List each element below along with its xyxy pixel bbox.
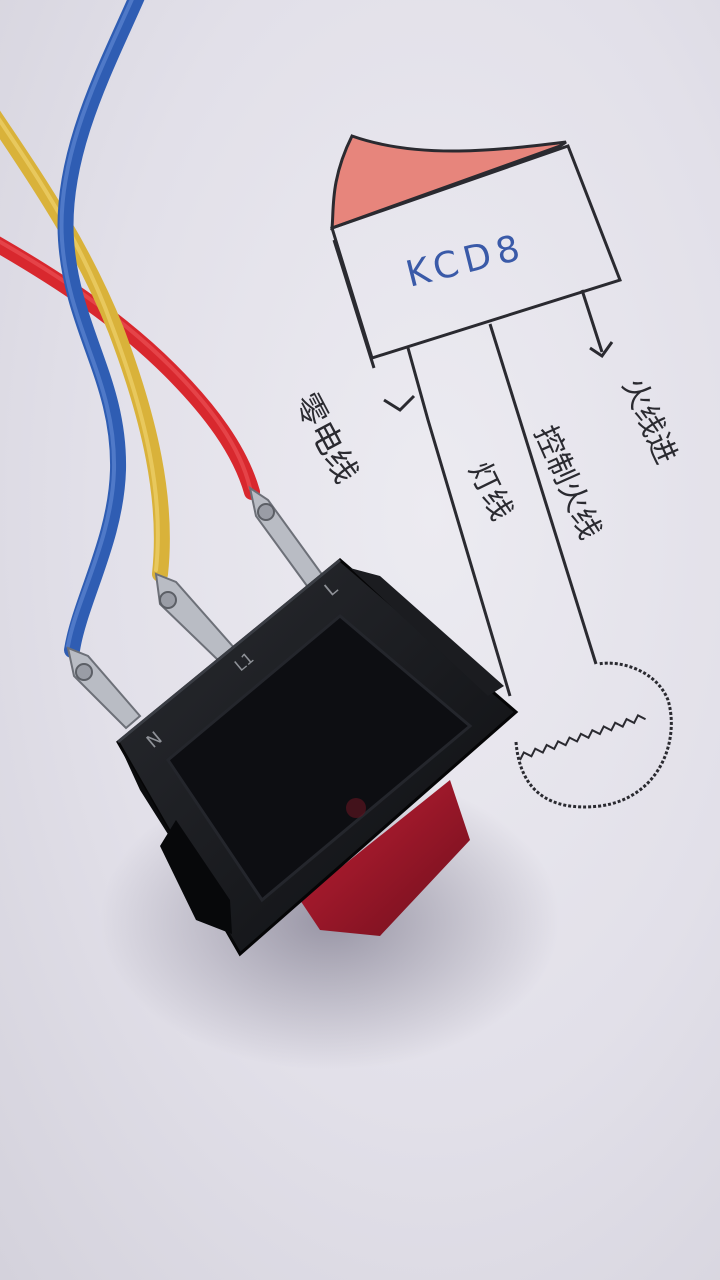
- wire-blue: [57, 0, 145, 658]
- sketch-body-left-edge: [332, 239, 376, 369]
- connector-yellow: [154, 572, 238, 664]
- rocker-tab-strip: [350, 568, 504, 696]
- switch-recess: [166, 614, 473, 903]
- sketch-lamp-line: [406, 347, 512, 697]
- sketch-control-line: [488, 323, 598, 665]
- rocker-red: [300, 780, 470, 936]
- sketch-filament-wiggle: [519, 714, 646, 761]
- rocker-switch: [116, 558, 519, 957]
- sketch-arrow-neutral: [383, 394, 416, 412]
- connector-blue: [66, 646, 142, 730]
- wires: [0, 0, 260, 658]
- connector-red: [248, 485, 328, 592]
- spade-connectors: [66, 485, 328, 730]
- switch-sketch: [330, 134, 673, 809]
- sketch-lamp-filament: [514, 661, 673, 809]
- sketch-arrow-live-in: [580, 289, 614, 359]
- sketch-rocker-tab: [330, 134, 567, 231]
